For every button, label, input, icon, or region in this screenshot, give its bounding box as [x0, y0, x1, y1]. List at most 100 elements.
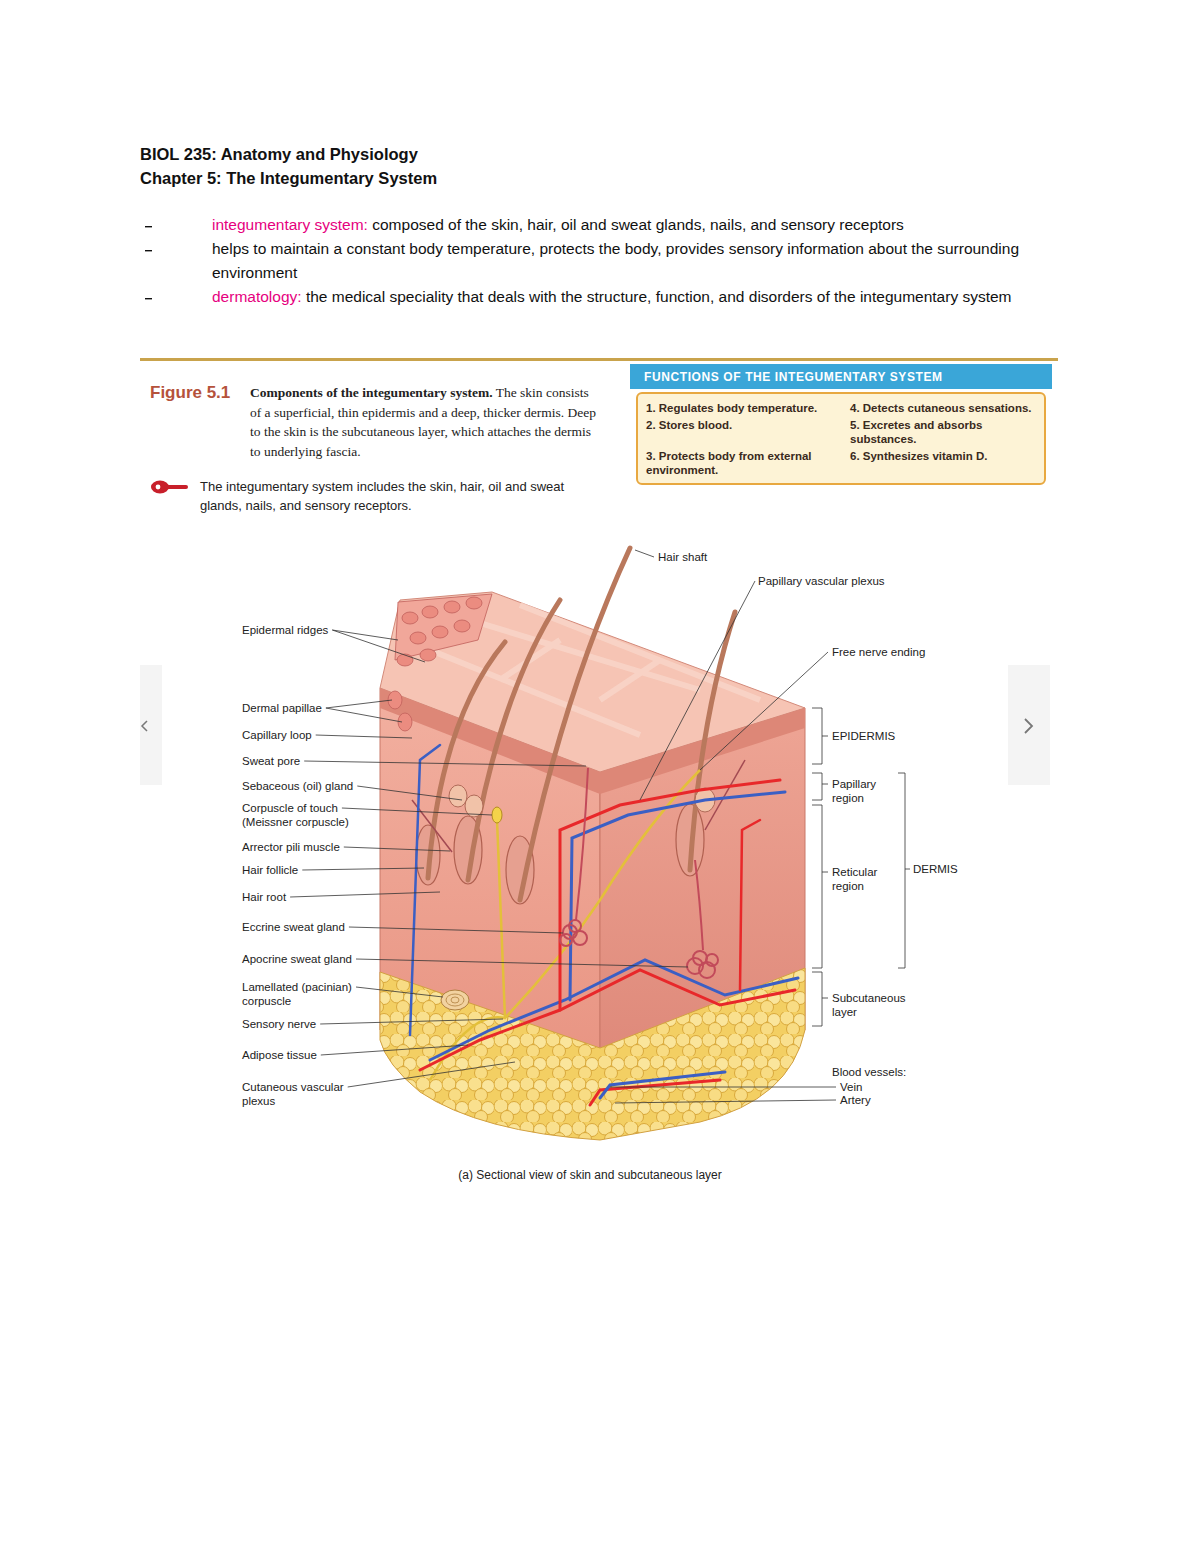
paragraph-text: integumentary system:: [212, 216, 368, 233]
text-holder: Hair shaft: [658, 550, 707, 564]
text-holder: Lamellated (pacinian) corpuscle: [242, 980, 362, 1008]
leader-line: [342, 808, 492, 815]
part-label: Epidermal ridges: [242, 623, 328, 637]
text-holder: Components of the integumentary system. …: [250, 383, 598, 461]
part-label: Free nerve ending: [832, 645, 925, 659]
text-holder: Adipose tissue: [242, 1048, 317, 1062]
leader-line: [321, 1045, 468, 1055]
leader-line: [356, 959, 688, 967]
function-item: 5. Excretes and absorbs substances.: [850, 418, 1046, 446]
bullet-dash: [145, 226, 152, 227]
leader-line: [640, 581, 755, 800]
paragraph: Components of the integumentary system. …: [250, 383, 598, 461]
part-label: Sweat pore: [242, 754, 300, 768]
text-holder: DERMIS: [913, 862, 958, 876]
hair-shafts: [428, 548, 735, 900]
leader-line: [700, 652, 828, 770]
text-holder: Capillary loop: [242, 728, 312, 742]
part-label: Apocrine sweat gland: [242, 952, 352, 966]
carousel-panel: [140, 665, 162, 785]
part-label: Reticular region: [832, 865, 894, 893]
leader-line: [357, 786, 462, 800]
sweat-glands: [560, 768, 718, 978]
text-holder: Sebaceous (oil) gland: [242, 779, 353, 793]
text-holder: Free nerve ending: [832, 645, 925, 659]
page-title: BIOL 235: Anatomy and Physiology: [140, 143, 418, 165]
text-holder: Hair root: [242, 890, 286, 904]
page-rules: [140, 226, 1058, 785]
nerves: [430, 770, 700, 1080]
key-icon: [156, 485, 161, 490]
text-holder: (a) Sectional view of skin and subcutane…: [370, 1168, 810, 1183]
leader-line: [316, 735, 412, 738]
blood-vessels: [410, 745, 798, 1105]
carousel-chevron: [142, 721, 147, 731]
part-label: EPIDERMIS: [832, 729, 895, 743]
skin-block: [380, 548, 805, 1140]
part-label: Sebaceous (oil) gland: [242, 779, 353, 793]
bracket: [898, 773, 910, 968]
text-holder: Cutaneous vascular plexus: [242, 1080, 354, 1108]
bracket: [812, 773, 828, 800]
part-label: Capillary loop: [242, 728, 312, 742]
function-box: FUNCTIONS OF THE INTEGUMENTARY SYSTEM 1. …: [630, 364, 1052, 489]
key-icon: [164, 485, 188, 489]
text-holder: integumentary system: composed of the sk…: [212, 213, 1052, 237]
text-holder: Chapter 5: The Integumentary System: [140, 167, 437, 189]
text-holder: Papillary region: [832, 777, 894, 805]
part-label: Hair shaft: [658, 550, 707, 564]
text-holder: Corpuscle of touch (Meissner corpuscle): [242, 801, 362, 829]
part-label: Papillary vascular plexus: [758, 574, 885, 588]
text-holder: Sweat pore: [242, 754, 300, 768]
text-holder: Papillary vascular plexus: [758, 574, 885, 588]
leader-line: [332, 630, 425, 662]
function-item: 6. Synthesizes vitamin D.: [850, 449, 1046, 477]
leader-line: [302, 868, 424, 870]
paragraph: helps to maintain a constant body temper…: [212, 237, 1052, 285]
figure-caption: (a) Sectional view of skin and subcutane…: [370, 1168, 810, 1183]
part-label: Adipose tissue: [242, 1048, 317, 1062]
part-label: Hair root: [242, 890, 286, 904]
bracket: [812, 805, 828, 968]
part-label: Papillary region: [832, 777, 894, 805]
function-item: 1. Regulates body temperature.: [646, 401, 842, 415]
heading-text: Figure 5.1: [150, 383, 230, 403]
sebaceous-gland: [449, 785, 715, 817]
heading-text: The integumentary system includes the sk…: [200, 477, 595, 515]
epidermal-ridges: [388, 594, 492, 731]
bullet-dash: [145, 250, 152, 251]
function-item: 2. Stores blood.: [646, 418, 842, 446]
text-holder: Apocrine sweat gland: [242, 952, 352, 966]
text-holder: EPIDERMIS: [832, 729, 895, 743]
leader-line: [348, 1062, 515, 1087]
paragraph: dermatology: the medical speciality that…: [212, 285, 1052, 309]
leader-line: [290, 892, 440, 897]
heading-text: Chapter 5: The Integumentary System: [140, 167, 437, 189]
function-item: 4. Detects cutaneous sensations.: [850, 401, 1046, 415]
text-holder: Blood vessels:: [832, 1065, 906, 1079]
text-holder: Hair follicle: [242, 863, 298, 877]
carousel-chevron: [1025, 719, 1032, 733]
part-label: Artery: [840, 1093, 871, 1107]
text-holder: Arrector pili muscle: [242, 840, 340, 854]
box-body: 1. Regulates body temperature. 2. Stores …: [636, 392, 1046, 485]
text-holder: BIOL 235: Anatomy and Physiology: [140, 143, 418, 165]
part-label: Cutaneous vascular plexus: [242, 1080, 354, 1108]
text-holder: Sensory nerve: [242, 1017, 316, 1031]
text-holder: Vein: [840, 1080, 862, 1094]
text-holder: Eccrine sweat gland: [242, 920, 345, 934]
leader-line: [615, 1100, 836, 1103]
leader-line: [349, 927, 563, 933]
part-label: DERMIS: [913, 862, 958, 876]
box-heading: FUNCTIONS OF THE INTEGUMENTARY SYSTEM: [630, 364, 1052, 389]
text-holder: Dermal papillae: [242, 701, 322, 715]
leader-line: [304, 761, 586, 766]
bracket: [812, 972, 828, 1026]
pacinian-corpuscle: [441, 990, 469, 1010]
part-label: Eccrine sweat gland: [242, 920, 345, 934]
function-item: 3. Protects body from external environme…: [646, 449, 842, 477]
paragraph-text: the medical speciality that deals with t…: [306, 288, 1012, 305]
paragraph-text: dermatology:: [212, 288, 302, 305]
part-label: Sensory nerve: [242, 1017, 316, 1031]
